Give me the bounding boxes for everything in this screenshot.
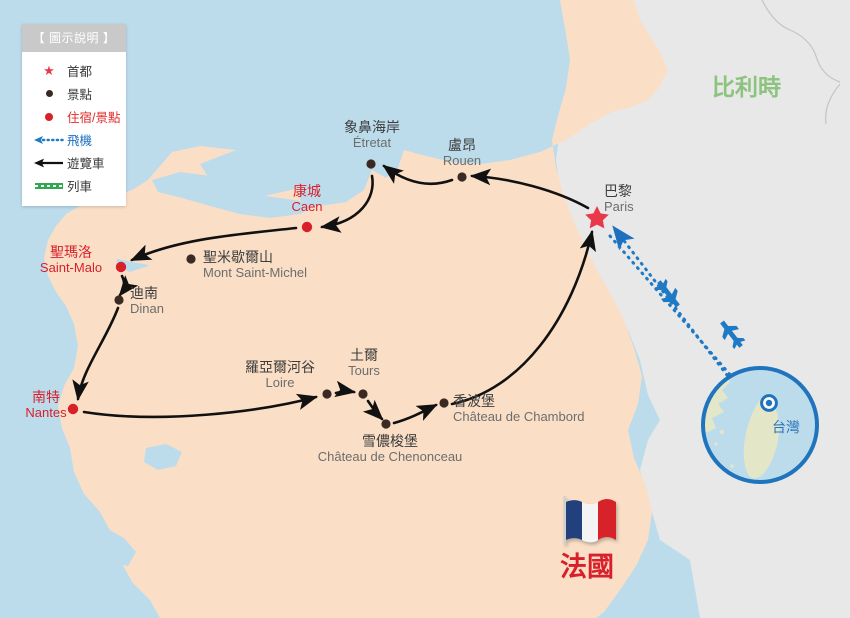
marker-capital-paris[interactable] [585,206,609,229]
legend-title: 【 圖示說明 】 [22,24,126,52]
place-label-mont-saint-michel[interactable]: 聖米歇爾山 Mont Saint-Michel [203,249,308,281]
island-shape [175,217,181,223]
marker-stay-caen[interactable] [301,221,313,233]
place-label-chenonceau[interactable]: 雪儂梭堡 Château de Chenonceau [311,433,469,465]
legend-item-stay[interactable]: 住宿/景點 [22,105,126,128]
place-label-dinan[interactable]: 迪南 Dinan [130,285,164,317]
dashed-line-icon [34,181,64,191]
place-label-cn: 雪儂梭堡 [362,433,418,449]
country-label-taiwan: 台灣 [772,419,800,435]
legend-item-capital[interactable]: ★ 首都 [22,59,126,82]
airplane-icon [654,278,680,308]
legend-item-train[interactable]: 列車 [22,174,126,197]
legend-item-label: 景點 [67,88,93,102]
place-label-cn: 聖米歇爾山 [203,249,273,265]
place-label-tours[interactable]: 土爾 Tours [340,347,388,379]
place-label-en: Tours [348,363,380,379]
dot-icon [34,90,64,97]
place-label-cn: 羅亞爾河谷 [245,359,315,375]
route-nantes-loire [82,393,319,419]
place-label-cn: 象鼻海岸 [344,119,400,135]
route-saintmalo-dinan [118,274,139,297]
legend-item-sight[interactable]: 景點 [22,82,126,105]
bus-route-lines [72,164,596,425]
place-label-caen[interactable]: 康城 Caen [281,183,333,215]
marker-sight-dinan[interactable] [114,295,124,305]
island-shape [157,223,163,229]
dotted-arrow-icon [34,135,64,145]
route-taipei-paris [612,225,742,394]
place-label-etretat[interactable]: 象鼻海岸 Étretat [331,119,413,151]
airplane-icon [720,320,746,350]
route-loire-tours [334,380,357,398]
flight-route-lines [608,225,755,404]
place-label-nantes[interactable]: 南特 Nantes [18,389,74,421]
france-flag-icon [563,496,616,544]
place-label-en: Saint-Malo [39,260,103,276]
legend-item-flight[interactable]: 飛機 [22,128,126,151]
route-paris-rouen [469,168,590,210]
place-label-chambord[interactable]: 香波堡 Château de Chambord [453,393,585,425]
marker-sight-tours[interactable] [358,389,368,399]
legend-panel: 【 圖示說明 】 ★ 首都 景點 住宿/景點 [22,24,126,206]
place-label-en: Loire [265,375,295,391]
place-label-cn: 聖瑪洛 [50,244,92,260]
place-label-rouen[interactable]: 盧昂 Rouen [437,137,487,169]
route-tours-chenonceau [362,399,384,421]
legend-item-bus[interactable]: 遊覽車 [22,151,126,174]
place-label-saint-malo[interactable]: 聖瑪洛 Saint-Malo [28,244,114,276]
route-etretat-caen [319,174,374,233]
legend-item-label: 住宿/景點 [67,111,121,125]
place-label-cn: 迪南 [130,285,158,301]
place-label-en: Caen [291,199,323,215]
route-rouen-etretat [382,164,454,185]
route-chambord-paris [450,229,596,406]
taiwan-inset-map [701,366,819,484]
marker-stay-saint-malo[interactable] [115,261,127,273]
coastline-detail [108,172,318,272]
marker-sight-mont-saint-michel[interactable] [186,254,196,264]
marker-sight-rouen[interactable] [457,172,467,182]
place-label-en: Mont Saint-Michel [203,265,308,281]
legend-items: ★ 首都 景點 住宿/景點 [22,52,126,206]
place-label-en: Paris [604,199,634,215]
legend-item-label: 飛機 [67,134,93,148]
place-label-cn: 盧昂 [448,137,476,153]
marker-sight-loire[interactable] [322,389,332,399]
route-dinan-nantes [72,306,120,402]
place-label-en: Étretat [352,135,392,151]
place-label-en: Château de Chenonceau [317,449,463,465]
star-icon: ★ [43,63,55,78]
route-paris-taipei [608,234,755,404]
place-label-cn: 香波堡 [453,393,495,409]
place-label-en: Dinan [130,301,164,317]
marker-sight-chenonceau[interactable] [381,419,391,429]
legend-item-label: 列車 [67,180,93,194]
legend-item-label: 遊覽車 [67,157,105,171]
place-label-cn: 土爾 [350,347,378,363]
place-label-en: Château de Chambord [453,409,585,425]
place-label-cn: 巴黎 [604,183,632,199]
country-label-belgium: 比利時 [712,74,781,100]
place-label-loire[interactable]: 羅亞爾河谷 Loire [238,359,322,391]
country-label-france: 法國 [560,552,614,582]
route-chenonceau-chambord [392,403,438,425]
route-caen-saintmalo [130,226,298,262]
place-label-en: Nantes [25,405,67,421]
france-landmass [44,0,668,618]
place-label-en: Rouen [442,153,482,169]
red-dot-icon [34,112,64,121]
solid-arrow-icon [34,158,64,168]
legend-item-label: 首都 [67,65,93,79]
marker-sight-chambord[interactable] [439,398,449,408]
place-label-paris[interactable]: 巴黎 Paris [604,183,634,215]
marker-stay-nantes[interactable] [67,403,79,415]
marker-sight-etretat[interactable] [366,159,376,169]
place-label-cn: 南特 [32,389,60,405]
place-label-cn: 康城 [293,183,321,199]
